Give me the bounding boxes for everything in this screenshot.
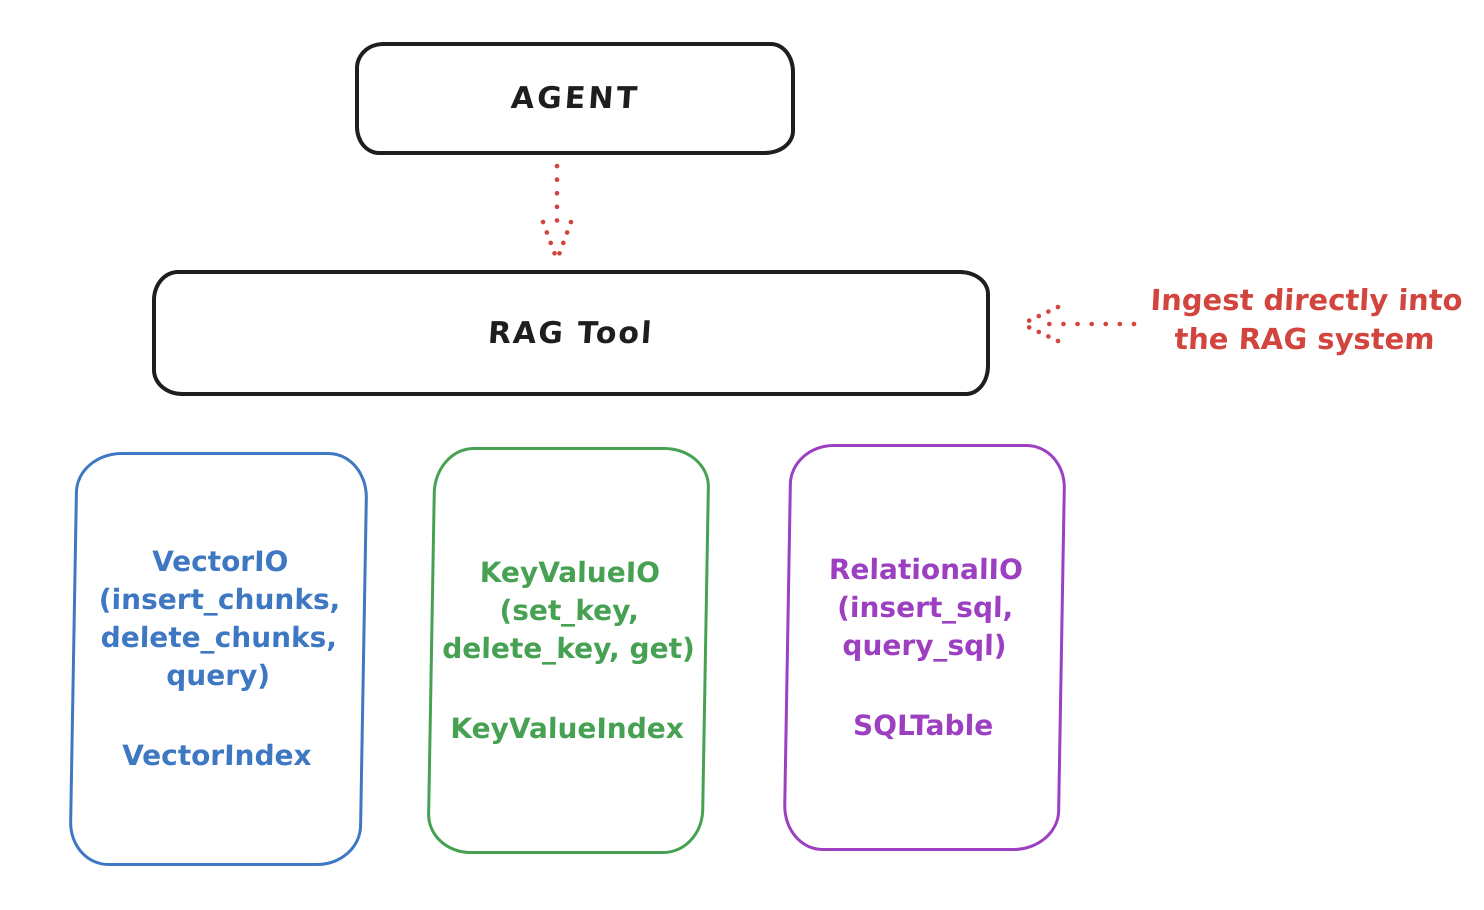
vector-io-line: query) [166, 659, 271, 692]
vector-io-card: VectorIO (insert_chunks, delete_chunks, … [68, 452, 369, 866]
vector-index-label: VectorIndex [121, 739, 312, 772]
keyvalue-io-card: KeyValueIO (set_key, delete_key, get) Ke… [426, 447, 711, 854]
ingest-annotation: Ingest directly into the RAG system [1131, 281, 1480, 359]
rag-tool-node-label: RAG Tool [487, 315, 655, 351]
agent-to-ragtool-arrow-icon [540, 163, 574, 263]
keyvalue-index-label: KeyValueIndex [450, 711, 685, 745]
relational-io-line: query_sql) [842, 628, 1007, 662]
vector-io-line: (insert_chunks, [98, 583, 341, 616]
vector-io-line: delete_chunks, [100, 621, 338, 654]
ingest-annotation-line1: Ingest directly into [1149, 283, 1464, 317]
keyvalue-io-line: KeyValueIO [479, 555, 661, 589]
rag-tool-node: RAG Tool [152, 270, 990, 396]
relational-io-line: RelationalIO [828, 552, 1024, 586]
keyvalue-io-line: delete_key, get) [441, 631, 696, 665]
relational-io-card: RelationalIO (insert_sql, query_sql) SQL… [782, 444, 1067, 851]
sql-table-label: SQLTable [852, 708, 994, 742]
keyvalue-io-line: (set_key, [499, 593, 640, 627]
agent-node: AGENT [355, 42, 795, 155]
ingest-annotation-line2: the RAG system [1173, 322, 1436, 356]
annotation-to-ragtool-arrow-icon [1019, 304, 1137, 344]
agent-node-label: AGENT [509, 81, 641, 116]
relational-io-line: (insert_sql, [836, 590, 1014, 624]
vector-io-line: VectorIO [151, 545, 289, 578]
